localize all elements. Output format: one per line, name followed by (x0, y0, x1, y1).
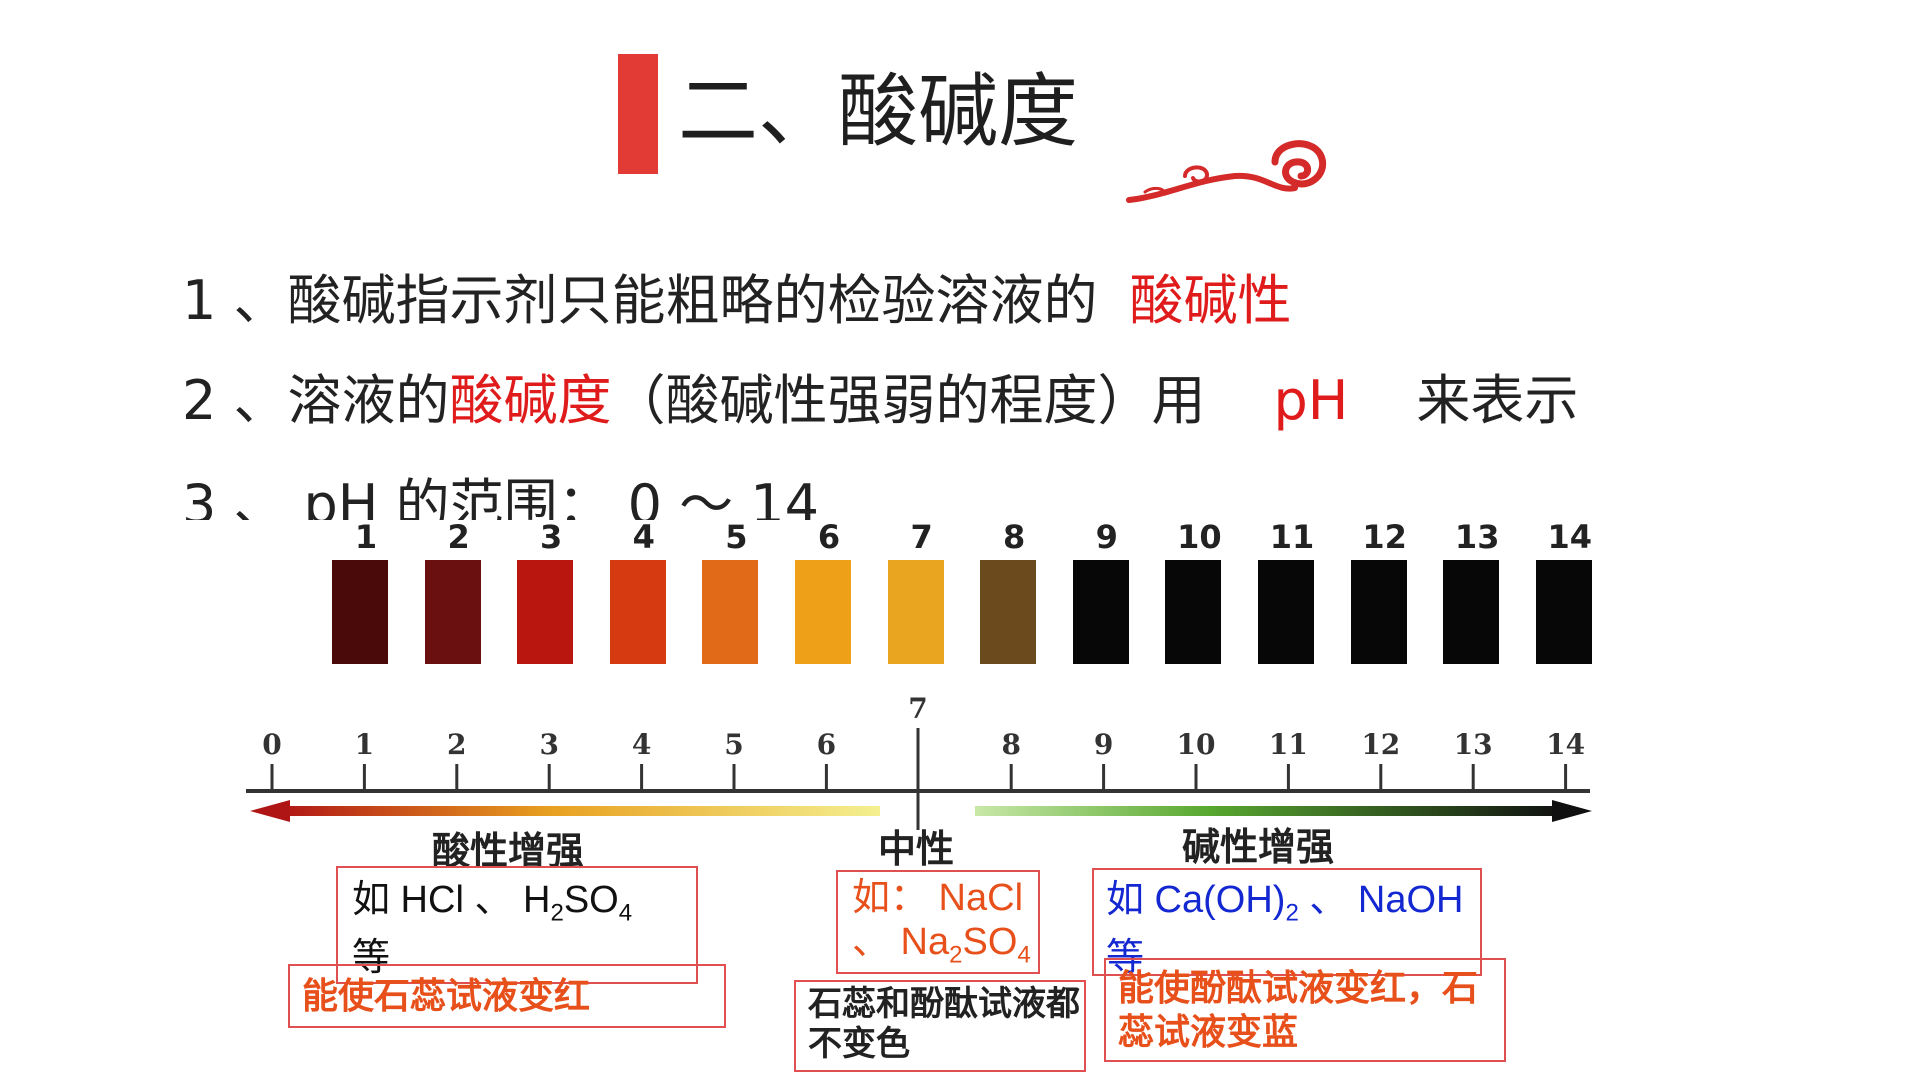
line-2-ph: pH (1273, 369, 1349, 432)
strip-label-11: 11 (1269, 518, 1315, 556)
base-label: 碱性增强 (1182, 825, 1335, 869)
acid-example-box (336, 866, 698, 984)
acid-effect-box (288, 964, 726, 1028)
strip-label-8: 8 (1003, 518, 1026, 556)
strip-label-5: 5 (725, 518, 748, 556)
line-3-ph: pH 的范围： (303, 473, 612, 520)
strip-swatch-3 (517, 560, 574, 664)
scale-tick-label-9: 9 (1094, 728, 1113, 761)
cloud-ornament-icon (1126, 140, 1327, 203)
base-arrow-body (975, 806, 1560, 816)
line-3: 3 、 pH 的范围： 0 ～ 14 (182, 470, 819, 520)
strip-label-14: 14 (1547, 518, 1593, 556)
base-effect-box (1104, 958, 1506, 1062)
line-1-text: 1 、酸碱指示剂只能粗略的检验溶液的 (182, 269, 1098, 332)
acid-label: 酸性增强 (432, 829, 585, 873)
line-2-highlight: 酸碱度 (449, 369, 612, 432)
strip-swatch-8 (980, 560, 1037, 664)
scale-tick-label-4: 4 (632, 728, 651, 761)
line-1-highlight: 酸碱性 (1129, 269, 1292, 332)
scale-tick-label-8: 8 (1001, 728, 1020, 761)
scale-tick-label-3: 3 (539, 728, 558, 761)
scale-tick-label-5: 5 (724, 728, 743, 761)
strip-swatch-7 (887, 560, 944, 664)
line-2-prefix: 2 、溶液的 (182, 369, 450, 432)
strip-swatch-10 (1165, 560, 1222, 664)
base-example-box (1092, 868, 1482, 976)
neutral-effect-box (794, 980, 1086, 1072)
neutral-effect-text: 石蕊和酚酞试液都不变色 (808, 985, 1080, 1063)
strip-label-7: 7 (910, 518, 933, 556)
strip-swatch-14 (1535, 560, 1592, 664)
line-3-prefix: 3 、 (182, 473, 288, 520)
strip-swatch-6 (795, 560, 851, 664)
line-2-suffix: 来表示 (1416, 369, 1579, 432)
strip-swatch-5 (702, 560, 759, 664)
line-2-mid: （酸碱性强弱的程度）用 (611, 369, 1206, 432)
neutral-example-text: 如： NaCl 、 Na2SO4 (852, 877, 1031, 969)
line-1: 1 、酸碱指示剂只能粗略的检验溶液的酸碱性 (182, 266, 1292, 336)
strip-swatch-11 (1258, 560, 1314, 664)
scale-tick-label-0: 0 (262, 728, 281, 761)
neutral-label: 中性 (878, 827, 955, 871)
neutral-example-box (836, 870, 1040, 974)
slide-title: 二、酸碱度 (678, 65, 1078, 158)
scale-tick-label-1: 1 (355, 728, 374, 761)
acid-example-text: 如 HCl 、 H2SO4 等 (352, 879, 633, 979)
acid-effect-text: 能使石蕊试液变红 (302, 975, 591, 1016)
strip-label-9: 9 (1095, 518, 1118, 556)
strip-swatch-1 (332, 560, 388, 664)
strip-label-10: 10 (1177, 518, 1222, 556)
line-2: 2 、溶液的酸碱度（酸碱性强弱的程度）用 pH 来表示 (182, 366, 1578, 436)
scale-tick-label-7: 7 (908, 692, 927, 725)
base-arrow-head (1552, 800, 1592, 822)
strip-label-13: 13 (1454, 518, 1500, 556)
scale-tick-label-6: 6 (817, 728, 836, 761)
scale-tick-label-12: 12 (1361, 728, 1400, 761)
strip-swatch-13 (1443, 560, 1500, 664)
acid-arrow-body (280, 806, 880, 816)
strip-label-2: 2 (447, 518, 470, 556)
scale-tick-label-11: 11 (1269, 728, 1308, 761)
line-3-range: 0 ～ 14 (627, 473, 819, 520)
scale-tick-label-14: 14 (1546, 728, 1585, 761)
strip-label-6: 6 (817, 518, 841, 556)
strip-swatch-4 (609, 560, 666, 664)
strip-label-12: 12 (1362, 518, 1407, 556)
strip-swatch-2 (424, 560, 481, 664)
scale-tick-label-13: 13 (1454, 728, 1493, 761)
strip-label-4: 4 (632, 518, 655, 556)
strip-label-1: 1 (354, 518, 378, 556)
strip-swatch-12 (1350, 560, 1407, 664)
scale-tick-label-10: 10 (1177, 728, 1216, 761)
strip-label-3: 3 (540, 518, 563, 556)
strip-swatch-9 (1072, 560, 1129, 664)
base-example-text: 如 Ca(OH)2 、 NaOH 等 (1106, 879, 1464, 979)
scale-tick-label-2: 2 (447, 728, 466, 761)
base-effect-text: 能使酚酞试液变红，石蕊试液变蓝 (1118, 967, 1479, 1052)
acid-arrow-head (250, 800, 290, 822)
title-accent-bar (618, 54, 658, 174)
